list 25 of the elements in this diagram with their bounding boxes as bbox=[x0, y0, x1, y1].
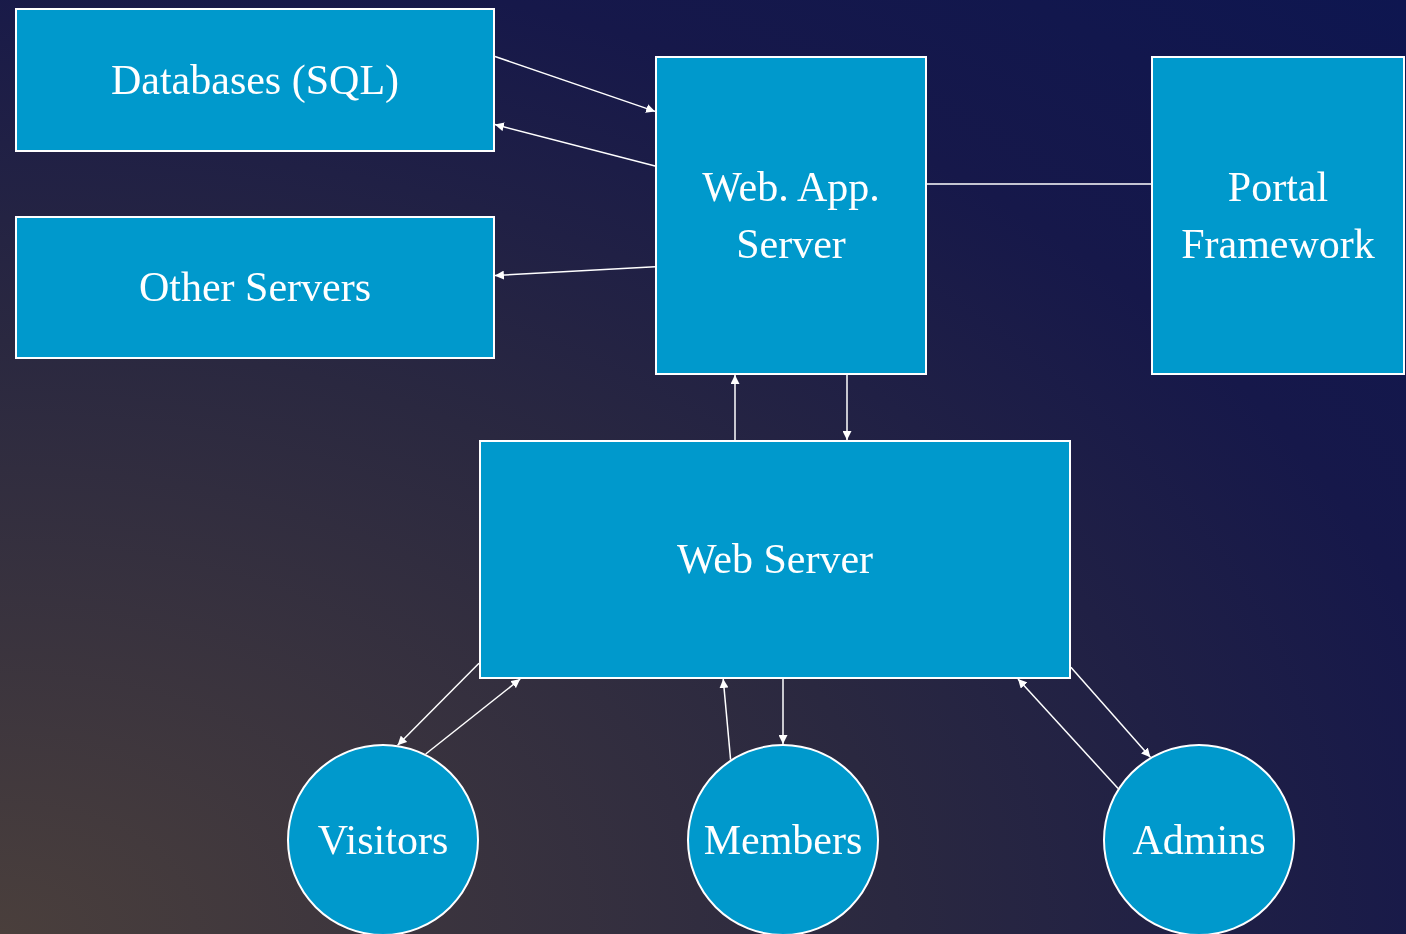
arrow bbox=[1017, 678, 1119, 790]
arrow bbox=[842, 374, 852, 441]
arrow bbox=[494, 265, 656, 280]
arrow bbox=[396, 662, 480, 746]
node-label: Other Servers bbox=[138, 263, 372, 313]
node-label: Web Server bbox=[676, 535, 873, 585]
portal-box bbox=[1151, 56, 1405, 375]
app-server-box bbox=[655, 56, 927, 375]
web-server-box bbox=[479, 440, 1071, 679]
node-label: Members bbox=[703, 815, 863, 865]
arrow bbox=[1070, 666, 1152, 759]
arrow bbox=[730, 374, 740, 441]
database-box bbox=[15, 8, 495, 152]
node-label: Databases (SQL) bbox=[110, 55, 400, 105]
arrow bbox=[494, 55, 656, 113]
node-label: Visitors bbox=[317, 815, 449, 865]
connector-line bbox=[926, 183, 1152, 185]
node-label: Portal Framework bbox=[1180, 162, 1376, 269]
node-label: Admins bbox=[1132, 815, 1266, 865]
node-label: Web. App. Server bbox=[701, 162, 881, 269]
arrow bbox=[778, 678, 788, 745]
arrow bbox=[424, 678, 521, 755]
arrow bbox=[719, 678, 732, 761]
arrow bbox=[494, 122, 656, 167]
server-box bbox=[15, 216, 495, 359]
